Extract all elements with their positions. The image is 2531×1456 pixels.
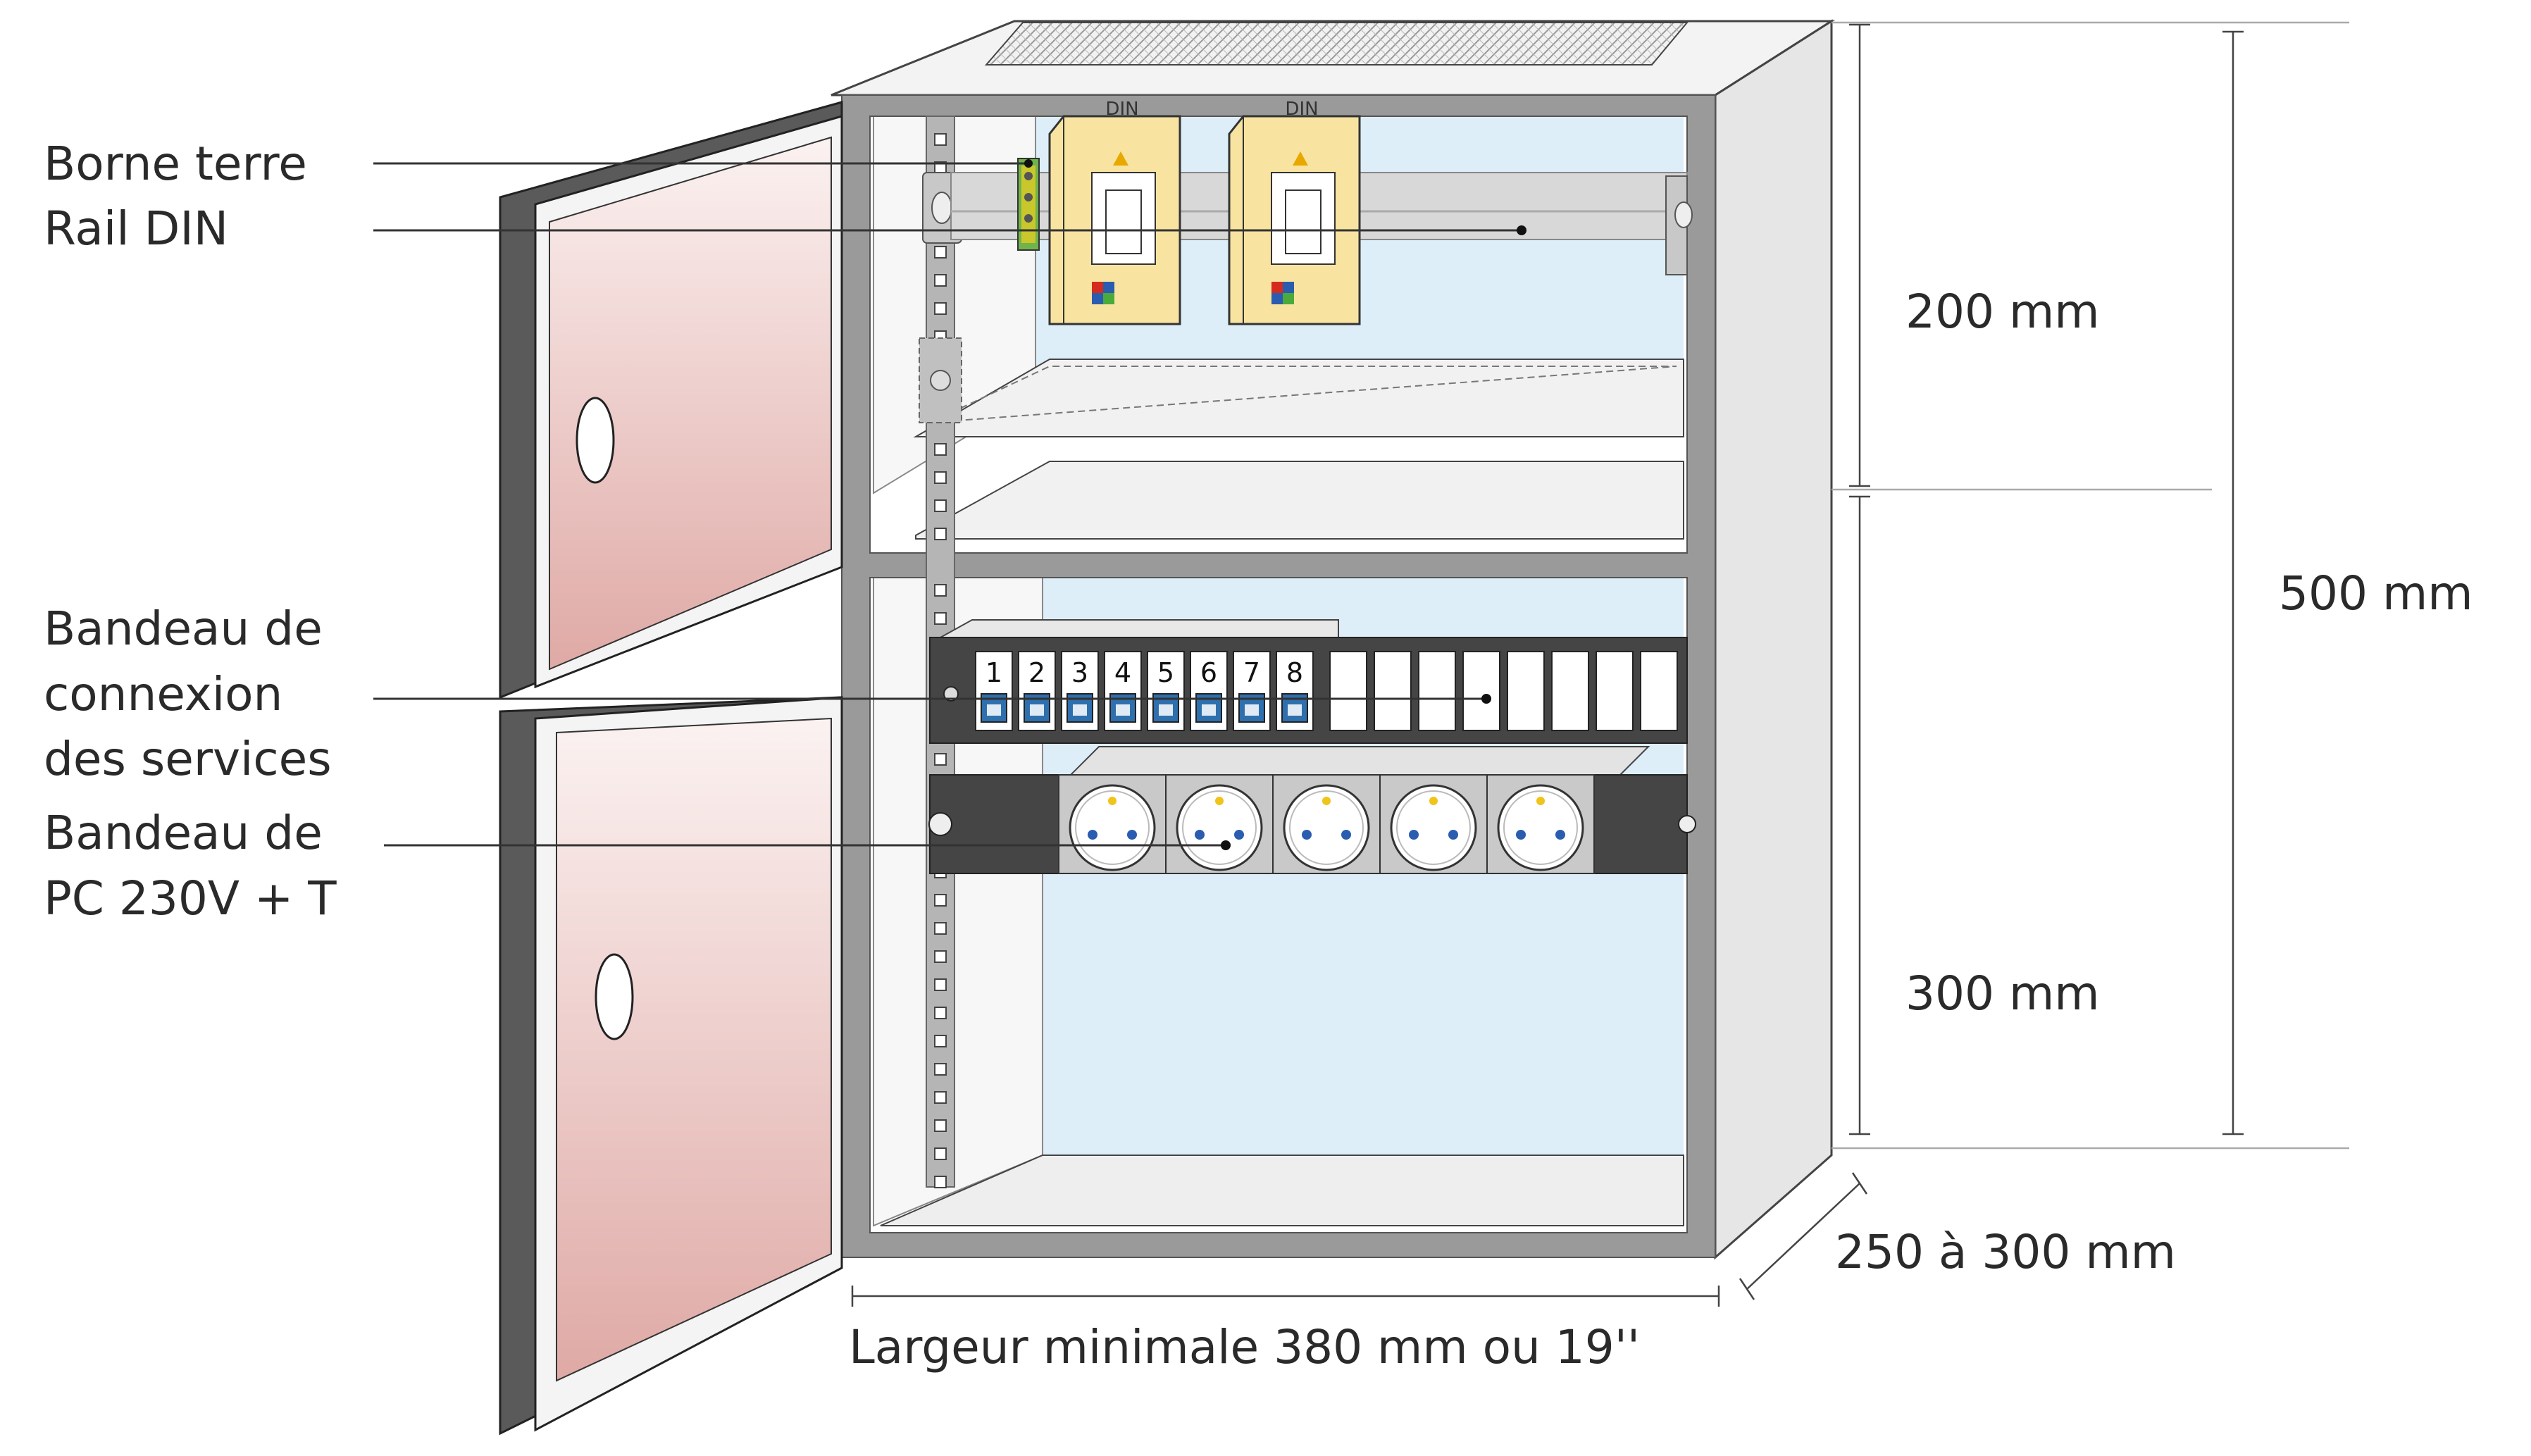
rail-hole [934, 1119, 947, 1132]
patch-port: 1 [975, 651, 1013, 731]
rail-hole [934, 753, 947, 766]
din-module-1: DIN [1048, 99, 1181, 325]
rail-hole [934, 302, 947, 315]
patch-port-number: 7 [1243, 657, 1260, 688]
door-upper [499, 101, 843, 699]
earth-terminal [1017, 158, 1040, 251]
rail-hole [934, 1063, 947, 1076]
rail-hole [934, 922, 947, 935]
rail-hole [934, 499, 947, 512]
blank-module [1507, 651, 1545, 731]
label-bandeau-pc-line2: PC 230V + T [44, 871, 337, 926]
rail-hole [934, 133, 947, 146]
patch-port: 2 [1018, 651, 1056, 731]
label-borne-terre: Borne terre [44, 137, 307, 191]
din-module-2: DIN [1228, 99, 1361, 325]
rail-hole [934, 1176, 947, 1188]
lower-shelf [915, 461, 1684, 540]
leader-lines [373, 159, 1526, 850]
vent-grille [984, 22, 1689, 66]
dim-top-section: 200 mm [1905, 285, 2100, 339]
rail-hole [934, 612, 947, 625]
label-bandeau-connexion-line2: connexion [44, 667, 282, 721]
patch-port: 3 [1061, 651, 1099, 731]
patch-port-number: 8 [1286, 657, 1303, 688]
dim-width: Largeur minimale 380 mm ou 19'' [849, 1320, 1640, 1374]
blank-module [1551, 651, 1589, 731]
patch-port-number: 5 [1157, 657, 1174, 688]
blank-module [1329, 651, 1367, 731]
patch-port: 5 [1147, 651, 1185, 731]
rail-hole [934, 584, 947, 597]
blank-module [1462, 651, 1500, 731]
dim-total-height: 500 mm [2279, 566, 2473, 621]
blank-module [1374, 651, 1412, 731]
patch-port: 7 [1233, 651, 1271, 731]
rail-hole [934, 443, 947, 456]
upper-shelf [913, 359, 1684, 437]
dimension-lines [851, 21, 2349, 1307]
rail-hole [934, 1007, 947, 1019]
rail-hole [934, 1091, 947, 1104]
patch-port-number: 6 [1200, 657, 1217, 688]
rail-hole [934, 246, 947, 259]
door-lower [499, 696, 843, 1436]
door-lower-handle [595, 953, 634, 1040]
blank-module [1640, 651, 1678, 731]
power-socket [1486, 774, 1595, 874]
blank-module [1418, 651, 1456, 731]
rail-hole [934, 894, 947, 907]
patch-port: 6 [1190, 651, 1228, 731]
label-bandeau-connexion-line1: Bandeau de [44, 602, 323, 656]
power-socket [1272, 774, 1381, 874]
rail-hole [934, 471, 947, 484]
label-bandeau-connexion-line3: des services [44, 732, 332, 786]
floor [880, 1155, 1684, 1226]
rail-hole [934, 274, 947, 287]
door-upper-handle [576, 397, 615, 484]
dim-bottom-section: 300 mm [1905, 966, 2100, 1021]
label-rail-din: Rail DIN [44, 201, 228, 256]
power-socket [1165, 774, 1274, 874]
power-socket [1058, 774, 1167, 874]
patch-port-number: 1 [985, 657, 1002, 688]
patch-port: 4 [1104, 651, 1142, 731]
label-bandeau-pc-line1: Bandeau de [44, 806, 323, 860]
rail-hole [934, 528, 947, 540]
rail-hole [934, 978, 947, 991]
patch-port: 8 [1276, 651, 1314, 731]
blank-module [1596, 651, 1634, 731]
dim-depth: 250 à 300 mm [1835, 1225, 2176, 1279]
din-module-1-label: DIN [1105, 99, 1138, 120]
patch-port-number: 2 [1028, 657, 1045, 688]
patch-port-number: 4 [1114, 657, 1131, 688]
power-strip [928, 746, 1696, 874]
patch-port-number: 3 [1071, 657, 1088, 688]
rail-hole [934, 950, 947, 963]
power-socket [1379, 774, 1488, 874]
din-module-2-label: DIN [1285, 99, 1318, 120]
rail-hole [934, 1035, 947, 1047]
rail-hole [934, 1147, 947, 1160]
